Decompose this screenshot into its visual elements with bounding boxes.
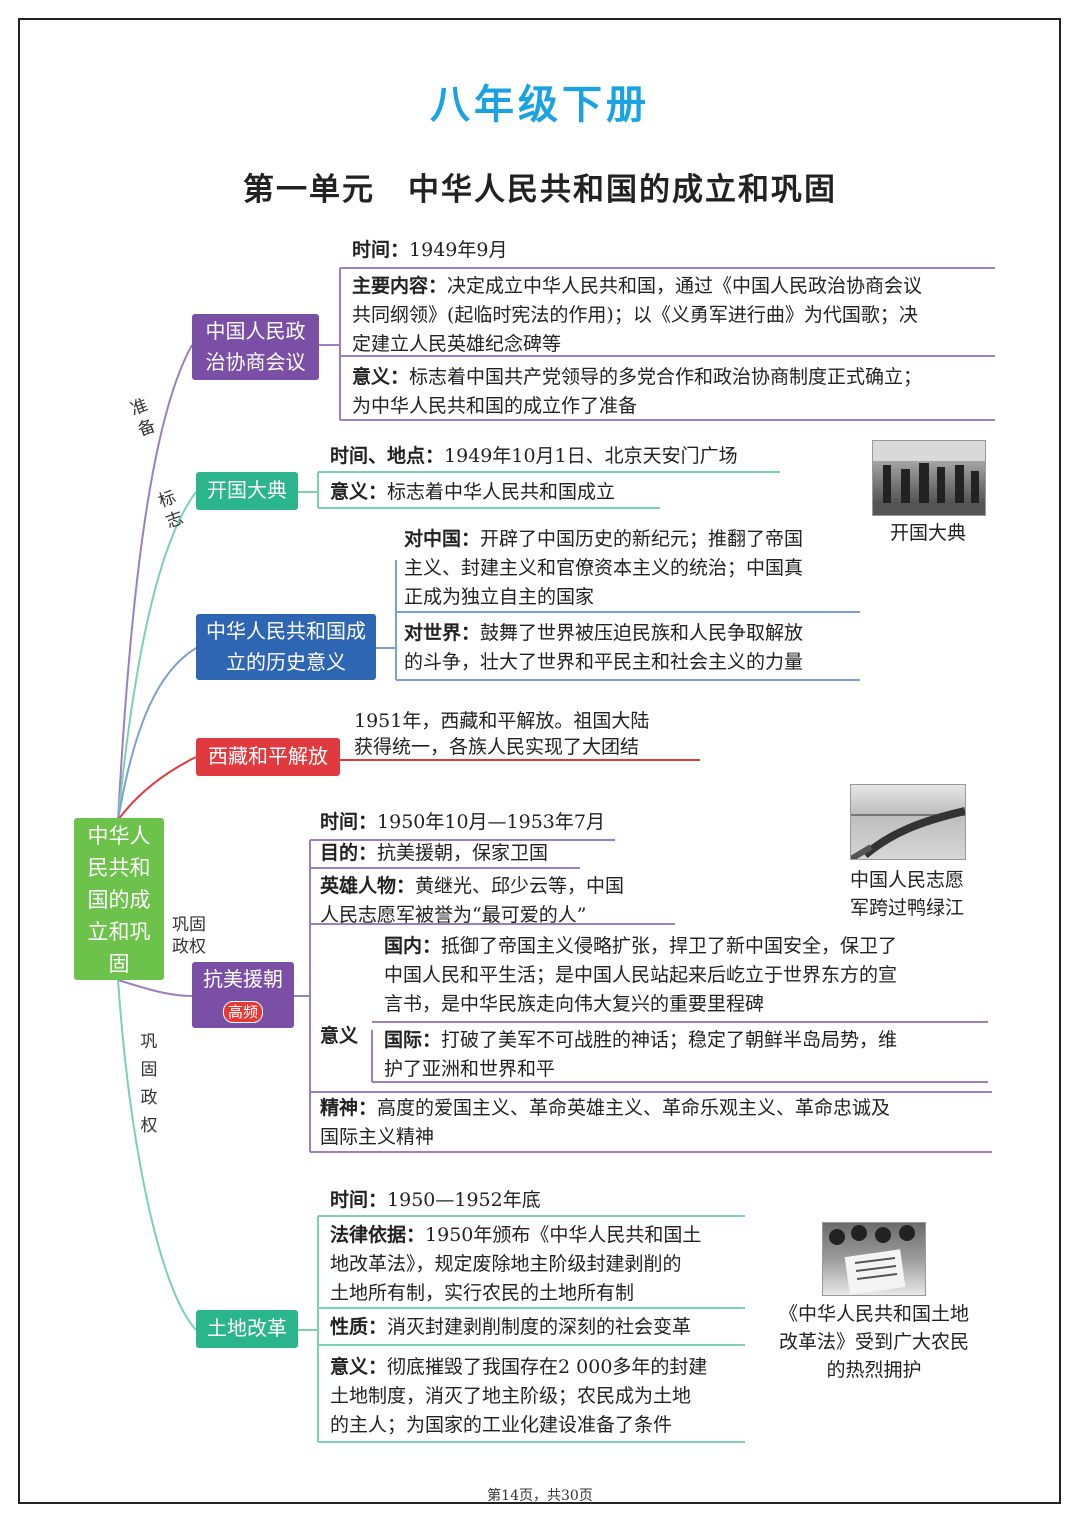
- land-reform-photo: [822, 1222, 926, 1296]
- branch-line-land: [117, 979, 197, 1331]
- ceremony-time: 时间、地点：1949年10月1日、北京天安门广场: [330, 445, 738, 467]
- page-title: 八年级下册: [430, 82, 650, 128]
- branch-line-ceremony: [117, 491, 197, 821]
- branch-line-korea: [117, 979, 193, 997]
- land-reform-photo-caption: 《中华人民共和国土地 改革法》受到广大农民 的热烈拥护: [778, 1303, 969, 1381]
- korea-spirit: 精神：高度的爱国主义、革命英雄主义、革命乐观主义、革命忠诚及 国际主义精神: [320, 1097, 891, 1148]
- korea-meaning-label: 意义: [320, 1025, 359, 1047]
- korea-international: 国际：打破了美军不可战胜的神话；稳定了朝鲜半岛局势，维 护了亚洲和世界和平: [384, 1029, 898, 1080]
- land-law: 法律依据：1950年颁布《中华人民共和国土 地改革法》，规定废除地主阶级封建剥削…: [330, 1224, 702, 1304]
- significance-world: 对世界：鼓舞了世界被压迫民族和人民争取解放 的斗争，壮大了世界和平民主和社会主义…: [404, 622, 804, 673]
- korea-hero: 英雄人物：黄继光、邱少云等，中国 人民志愿军被誉为“最可爱的人”: [320, 875, 625, 926]
- korea-domestic: 国内：抵御了帝国主义侵略扩张，捍卫了新中国安全，保卫了 中国人民和平生活；是中国…: [384, 935, 898, 1015]
- branch-line-cppcc: [117, 344, 193, 821]
- tibet-text: 1951年，西藏和平解放。祖国大陆 获得统一，各族人民实现了大团结: [354, 710, 650, 758]
- high-frequency-badge: 高频: [222, 1001, 263, 1023]
- page-footer: 第14页，共30页: [487, 1488, 593, 1504]
- node-ceremony: 开国大典: [196, 472, 298, 510]
- branch-line-significance: [117, 647, 197, 821]
- page-frame: [18, 18, 1061, 1504]
- cppcc-content: 主要内容：决定成立中华人民共和国，通过《中国人民政治协商会议 共同纲领》(起临时…: [352, 275, 923, 355]
- significance-china: 对中国：开辟了中国历史的新纪元；推翻了帝国 主义、封建主义和官僚资本主义的统治；…: [404, 528, 804, 608]
- node-cppcc: 中国人民政治协商会议: [192, 314, 319, 380]
- cppcc-time: 时间：1949年9月: [352, 239, 508, 261]
- ceremony-photo-caption: 开国大典: [889, 522, 966, 544]
- node-tibet: 西藏和平解放: [196, 738, 340, 776]
- branch-label-consolidate-land: 巩固政权: [140, 1032, 158, 1136]
- branch-label-consolidate-korea: 巩固政权: [172, 915, 206, 957]
- land-nature: 性质：消灭封建剥削制度的深刻的社会变革: [330, 1316, 692, 1338]
- korea-time: 时间：1950年10月—1953年7月: [320, 811, 605, 833]
- unit-title: 第一单元 中华人民共和国的成立和巩固: [243, 172, 837, 208]
- korea-goal: 目的：抗美援朝，保家卫国: [320, 842, 549, 864]
- cppcc-meaning: 意义：标志着中国共产党领导的多党合作和政治协商制度正式确立； 为中华人民共和国的…: [352, 366, 923, 417]
- root-node: 中华人民共和国的成立和巩固: [74, 818, 164, 980]
- korea-photo-caption: 中国人民志愿 军跨过鸭绿江: [849, 869, 964, 919]
- land-time: 时间：1950—1952年底: [330, 1189, 541, 1211]
- ceremony-meaning: 意义：标志着中华人民共和国成立: [330, 481, 616, 503]
- korea-photo: [850, 784, 966, 860]
- ceremony-photo: [872, 440, 986, 516]
- node-significance: 中华人民共和国成立的历史意义: [196, 614, 376, 680]
- node-land-reform: 土地改革: [196, 1310, 298, 1348]
- branch-line-tibet: [117, 756, 197, 821]
- node-korea: 抗美援朝高频: [192, 962, 294, 1028]
- land-meaning: 意义：彻底摧毁了我国存在2 000多年的封建 土地制度，消灭了地主阶级；农民成为…: [330, 1356, 708, 1436]
